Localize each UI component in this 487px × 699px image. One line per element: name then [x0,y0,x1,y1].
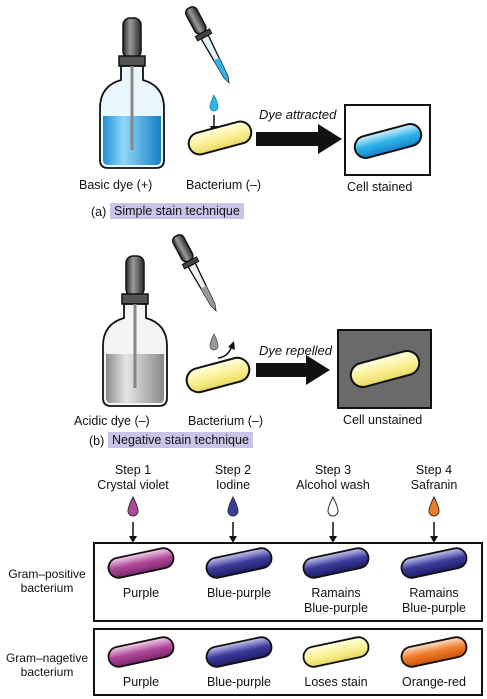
dropper-icon [184,6,230,84]
gram-step-drops [127,495,440,543]
cell-stained-label: Cell stained [347,180,413,194]
bacterium-icon [302,547,370,579]
result-label: Loses stain [304,675,368,689]
gram-positive-label: Gram–positive bacterium [8,567,85,595]
drop-icon [327,495,339,517]
bacterium-icon [349,350,421,388]
row-label-line: bacterium [20,581,74,595]
gram-negative-box [93,628,483,696]
row-label-line: Gram–positive [8,567,86,581]
bacterium-icon [353,123,423,159]
step-number: Step 4 [415,463,453,477]
dye-attracted-label: Dye attracted [259,107,337,122]
bacterium-icon [205,547,273,579]
arrow-icon [256,124,342,154]
arrowhead-icon [129,536,137,543]
result-label: Purple [122,586,160,600]
result-label: Orange-red [402,675,466,689]
step-2-header: Step 2 Iodine [215,463,251,493]
section-b-letter: (b) [89,434,105,448]
bacterium-icon [107,547,175,579]
section-b-title: Negative stain technique [108,432,253,448]
arrow-icon [256,355,330,385]
step-reagent: Safranin [410,478,458,492]
bacterium-icon [187,120,253,156]
step-reagent: Crystal violet [97,478,169,492]
gram-cells [107,547,468,668]
bacterium-icon [205,636,273,668]
section-a-title: Simple stain technique [110,203,244,219]
bacterium-label: Bacterium (–) [186,178,262,192]
bacterium-icon [107,636,175,668]
bacterium-icon [400,547,468,579]
step-number: Step 1 [114,463,152,477]
acidic-dye-label: Acidic dye (–) [74,414,150,428]
arrowhead-icon [329,536,337,543]
bacterium-icon [185,356,251,394]
bottle-icon [99,17,165,169]
bottle-icon [102,255,168,407]
bacterium-icon [302,636,370,668]
gram-positive-box [93,542,483,622]
gram-negative-label: Gram–nagetive bacterium [6,651,88,679]
drop-icon [428,495,440,517]
step-reagent: Iodine [215,478,251,492]
result-label: Blue-purple [207,586,271,600]
result-label: Purple [122,675,160,689]
bacterium-icon [400,636,468,668]
row-label-line: Gram–nagetive [5,651,89,665]
drop-icon [127,495,139,517]
drop-icon [209,94,219,112]
bacterium-label: Bacterium (–) [188,414,264,428]
basic-dye-label: Basic dye (+) [79,178,153,192]
arrowhead-icon [229,536,237,543]
step-4-header: Step 4 Safranin [411,463,458,493]
dropper-icon [171,234,217,312]
dye-repelled-label: Dye repelled [259,343,332,358]
result-label: Blue-purple [207,675,271,689]
step-3-header: Step 3 Alcohol wash [296,463,370,493]
step-number: Step 3 [314,463,352,477]
row-label-line: bacterium [20,665,74,679]
cell-unstained-label: Cell unstained [343,413,423,427]
arrowhead-icon [430,536,438,543]
step-number: Step 2 [214,463,252,477]
section-a-letter: (a) [91,205,107,219]
step-1-header: Step 1 Crystal violet [97,463,169,493]
drop-icon [209,333,219,351]
drop-icon [227,495,239,517]
step-reagent: Alcohol wash [296,478,370,492]
